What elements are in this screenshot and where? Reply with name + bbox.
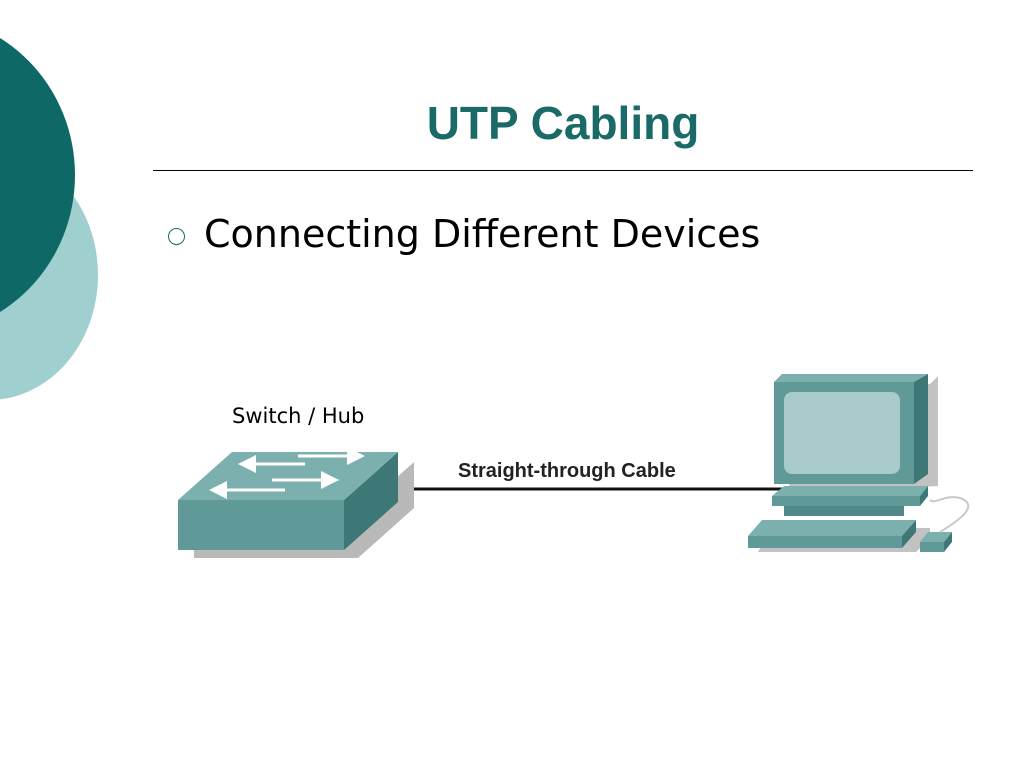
bullet-item: Connecting Different Devices xyxy=(168,212,760,256)
cable-label: Straight-through Cable xyxy=(458,460,676,482)
title-divider xyxy=(153,170,973,171)
slide-title: UTP Cabling xyxy=(426,97,700,149)
switch-icon xyxy=(178,447,414,558)
switch-label: Switch / Hub xyxy=(232,404,365,428)
pc-icon xyxy=(748,374,970,552)
bullet-text: Connecting Different Devices xyxy=(204,212,761,256)
bullet-circle-icon xyxy=(168,227,185,245)
